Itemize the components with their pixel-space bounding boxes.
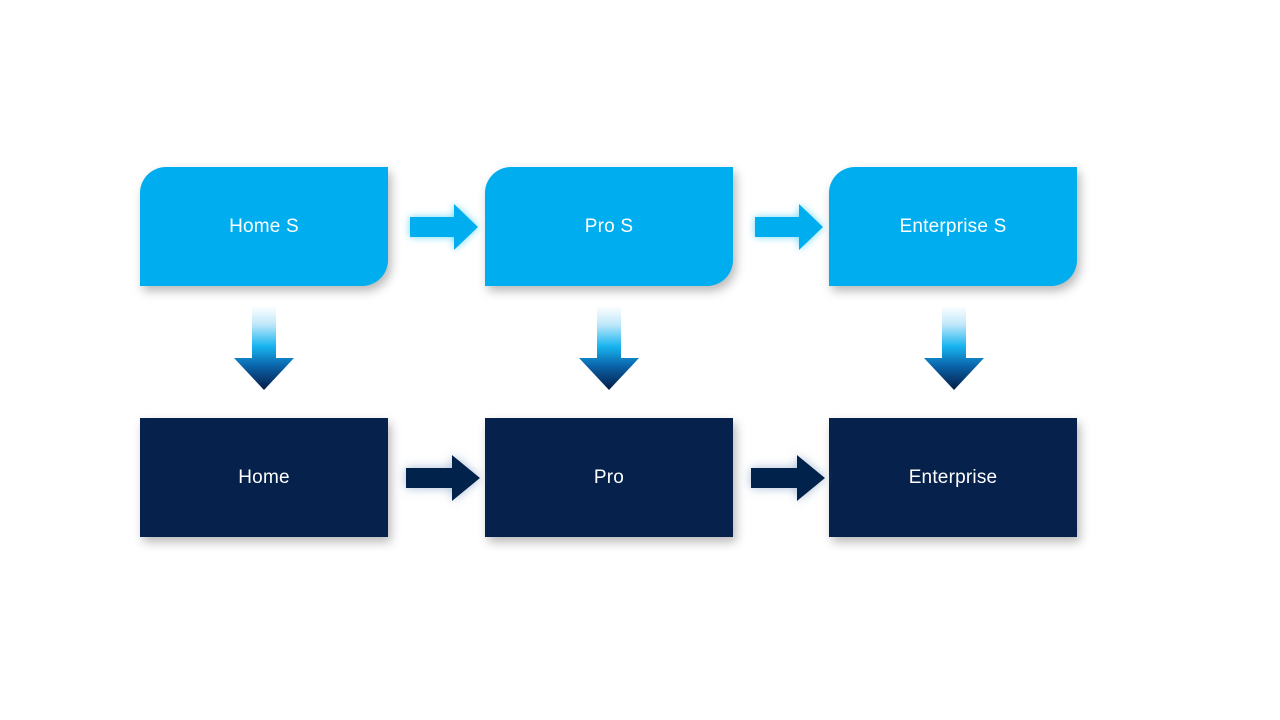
- node-enterprise[interactable]: Enterprise: [829, 418, 1077, 537]
- arrow-home-s-to-home[interactable]: [228, 306, 300, 392]
- arrow-home-s-to-pro-s[interactable]: [406, 199, 482, 255]
- arrow-pro-s-to-enterprise-s[interactable]: [751, 199, 827, 255]
- node-pro[interactable]: Pro: [485, 418, 733, 537]
- arrow-head-shape: [755, 204, 823, 250]
- arrow-pro-to-enterprise[interactable]: [745, 450, 831, 506]
- arrow-down-shape: [579, 306, 639, 390]
- node-home-label: Home: [238, 466, 290, 488]
- node-enterprise-s[interactable]: Enterprise S: [829, 167, 1077, 286]
- node-pro-s[interactable]: Pro S: [485, 167, 733, 286]
- arrow-down-shape: [924, 306, 984, 390]
- node-enterprise-label: Enterprise: [908, 466, 998, 488]
- node-pro-s-label: Pro S: [584, 215, 634, 237]
- node-pro-label: Pro: [593, 466, 625, 488]
- arrow-head-shape: [751, 455, 825, 501]
- arrow-down-shape: [234, 306, 294, 390]
- node-home[interactable]: Home: [140, 418, 388, 537]
- arrow-pro-s-to-pro[interactable]: [573, 306, 645, 392]
- node-home-s-label: Home S: [229, 215, 299, 237]
- node-enterprise-s-label: Enterprise S: [899, 215, 1007, 237]
- arrow-head-shape: [410, 204, 478, 250]
- arrow-home-to-pro[interactable]: [400, 450, 486, 506]
- arrow-enterprise-s-to-enterprise[interactable]: [918, 306, 990, 392]
- node-home-s[interactable]: Home S: [140, 167, 388, 286]
- arrow-head-shape: [406, 455, 480, 501]
